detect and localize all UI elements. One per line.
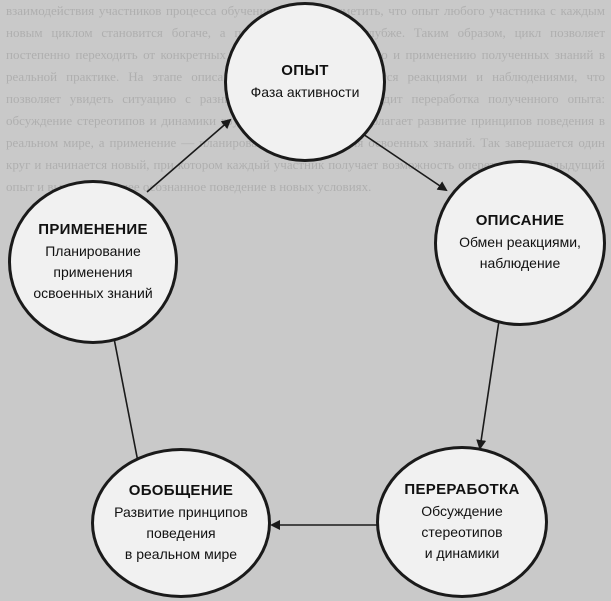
node-opyt-title: ОПЫТ: [281, 61, 329, 79]
node-pererabotka-desc: Обсуждение стереотипов и динамики: [421, 502, 503, 561]
node-pererabotka: ПЕРЕРАБОТКА Обсуждение стереотипов и дин…: [376, 446, 548, 598]
node-opyt-desc: Фаза активности: [250, 83, 360, 100]
node-primenenie-title: ПРИМЕНЕНИЕ: [38, 220, 148, 238]
arrow-obobshchenie-to-primenenie: [108, 326, 139, 463]
node-opisanie-title: ОПИСАНИЕ: [475, 212, 565, 229]
node-obobshchenie: ОБОБЩЕНИЕ Развитие принципов поведения в…: [91, 448, 271, 598]
node-pererabotka-title: ПЕРЕРАБОТКА: [404, 480, 520, 498]
node-primenenie-desc: Планирование применения освоенных знаний: [33, 242, 153, 301]
node-opisanie-desc: Обмен реакциями, наблюдение: [459, 234, 581, 271]
arrow-primenenie-to-opyt: [146, 118, 232, 193]
node-opisanie: ОПИСАНИЕ Обмен реакциями, наблюдение: [434, 160, 606, 326]
node-primenenie: ПРИМЕНЕНИЕ Планирование применения освое…: [8, 180, 178, 344]
arrow-opisanie-to-pererabotka: [476, 313, 501, 450]
node-obobshchenie-desc: Развитие принципов поведения в реальном …: [114, 503, 248, 562]
node-obobshchenie-title: ОБОБЩЕНИЕ: [128, 481, 234, 499]
node-opyt: ОПЫТ Фаза активности: [224, 2, 386, 162]
arrow-opyt-to-opisanie: [356, 129, 448, 192]
